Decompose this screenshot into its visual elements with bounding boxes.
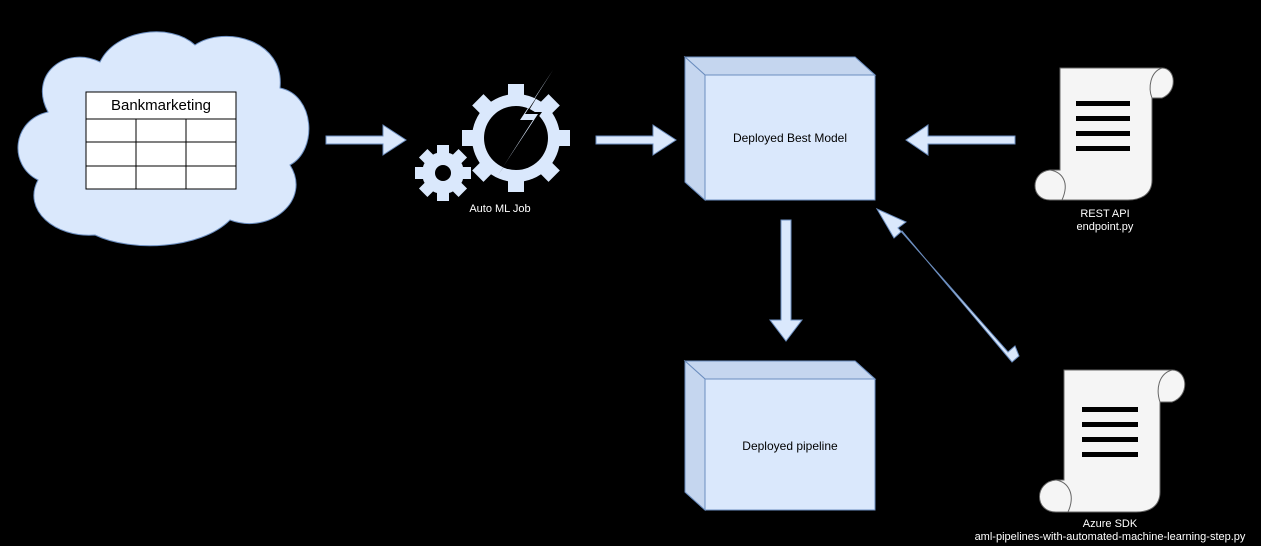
best-model-label: Deployed Best Model [732,131,848,145]
pipeline-label: Deployed pipeline [742,439,838,453]
arrow-automl-to-model [595,124,677,156]
gear-lightning-icon [415,68,570,201]
script-icon [1039,369,1186,513]
pipeline-cube [683,359,877,512]
arrow-sdk-to-model [875,207,1020,363]
script-icon [1034,67,1174,201]
dataset-table-title: Bankmarketing [110,97,212,114]
azure-sdk-label-line1: Azure SDK [1082,518,1138,530]
rest-api-label-line1: REST API [1080,208,1130,220]
rest-api-label: REST API endpoint.py [1045,208,1165,234]
azure-sdk-label-line2: aml-pipelines-with-automated-machine-lea… [974,531,1246,543]
best-model-cube [683,55,877,202]
arrow-dataset-to-automl [325,124,407,156]
dataset-table [85,91,237,190]
automl-label: Auto ML Job [469,203,531,215]
azure-sdk-label: Azure SDK aml-pipelines-with-automated-m… [960,518,1260,544]
arrow-restapi-to-model [905,124,1016,156]
arrow-model-to-pipeline [768,219,804,342]
rest-api-label-line2: endpoint.py [1076,221,1134,233]
